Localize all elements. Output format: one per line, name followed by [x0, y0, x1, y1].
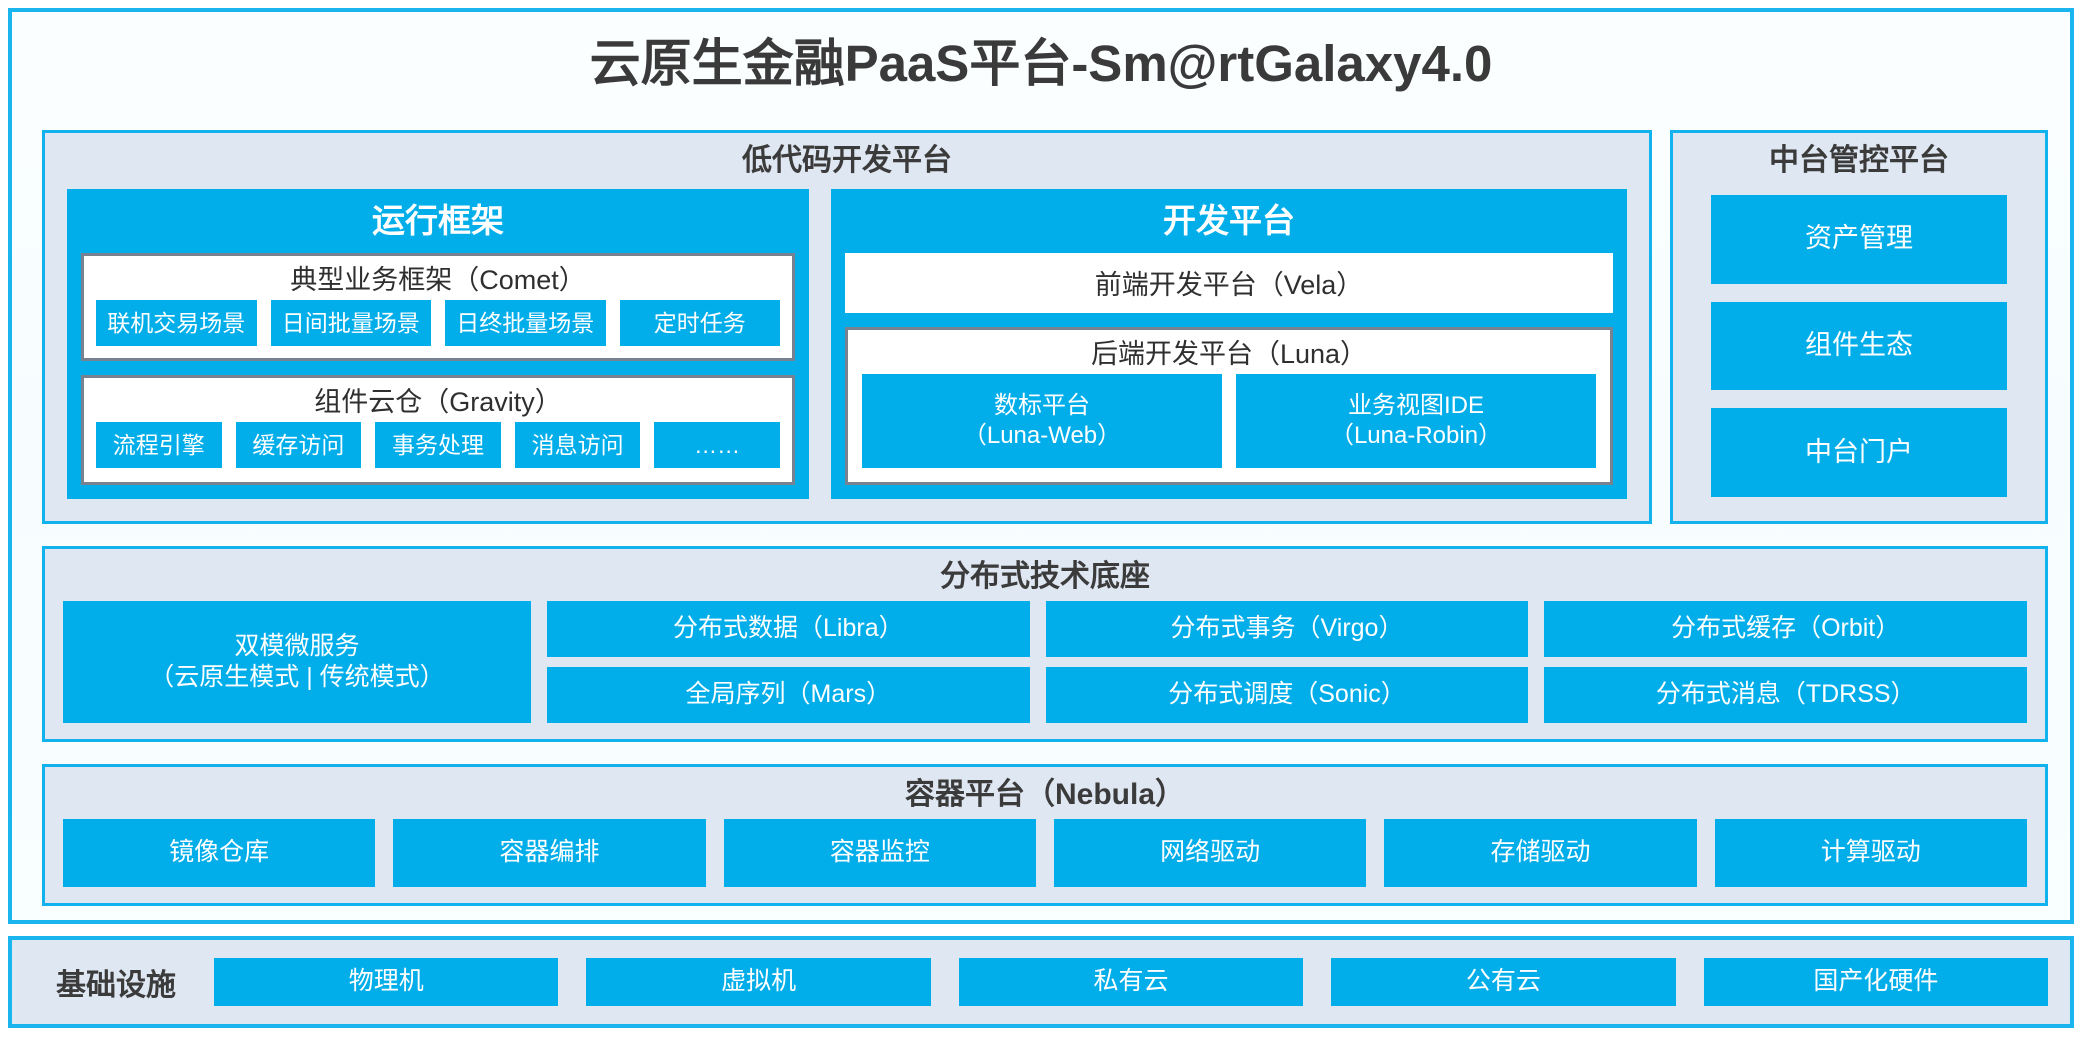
distributed-foundation-body: 双模微服务 （云原生模式 | 传统模式） 分布式数据（Libra） 全局序列（M…	[45, 601, 2045, 739]
comet-title: 典型业务框架（Comet）	[290, 264, 586, 295]
mgmt-item[interactable]: 组件生态	[1711, 301, 2007, 391]
main-frame: 云原生金融PaaS平台-Sm@rtGalaxy4.0 低代码开发平台 运行框架 …	[8, 8, 2074, 924]
gravity-chip-list: 流程引擎 缓存访问 事务处理 消息访问 ……	[84, 422, 792, 480]
infrastructure-chip[interactable]: 国产化硬件	[1703, 958, 2049, 1006]
container-platform-title: 容器平台（Nebula）	[904, 778, 1186, 811]
runtime-framework-title: 运行框架	[372, 202, 504, 239]
luna-chip-web[interactable]: 数标平台 （Luna-Web）	[862, 373, 1222, 468]
mgmt-platform-panel: 中台管控平台 资产管理 组件生态 中台门户	[1670, 130, 2048, 524]
gravity-chip[interactable]: 事务处理	[375, 422, 501, 469]
comet-chip[interactable]: 联机交易场景	[96, 299, 257, 346]
infrastructure-chip[interactable]: 物理机	[214, 958, 559, 1006]
vela-card[interactable]: 前端开发平台（Vela）	[845, 252, 1613, 313]
infrastructure-chip-list: 物理机 虚拟机 私有云 公有云 国产化硬件	[214, 958, 2049, 1006]
distributed-col-2: 分布式数据（Libra） 全局序列（Mars）	[547, 601, 1030, 723]
comet-chip-list: 联机交易场景 日间批量场景 日终批量场景 定时任务	[84, 299, 792, 358]
mgmt-item[interactable]: 中台门户	[1711, 408, 2007, 498]
container-chip[interactable]: 计算驱动	[1714, 819, 2027, 887]
development-platform-block: 开发平台 前端开发平台（Vela） 后端开发平台（Luna） 数标平台 （Lun…	[831, 189, 1627, 499]
development-platform-title: 开发平台	[1163, 202, 1295, 239]
container-chip[interactable]: 容器监控	[723, 819, 1036, 887]
dual-mode-microservice-chip[interactable]: 双模微服务 （云原生模式 | 传统模式）	[63, 601, 531, 723]
luna-chip-list: 数标平台 （Luna-Web） 业务视图IDE （Luna-Robin）	[848, 373, 1610, 482]
comet-card: 典型业务框架（Comet） 联机交易场景 日间批量场景 日终批量场景 定时任务	[81, 252, 795, 361]
gravity-chip[interactable]: 消息访问	[514, 422, 641, 469]
luna-chip-robin[interactable]: 业务视图IDE （Luna-Robin）	[1236, 373, 1596, 468]
infrastructure-panel: 基础设施 物理机 虚拟机 私有云 公有云 国产化硬件	[8, 936, 2074, 1028]
infrastructure-chip[interactable]: 私有云	[958, 958, 1304, 1006]
distributed-chip[interactable]: 分布式缓存（Orbit）	[1544, 601, 2028, 657]
dual-mode-microservice-col: 双模微服务 （云原生模式 | 传统模式）	[63, 601, 531, 723]
gravity-chip[interactable]: 流程引擎	[96, 422, 222, 469]
distributed-chip[interactable]: 分布式消息（TDRSS）	[1544, 667, 2028, 723]
lowcode-platform-body: 运行框架 典型业务框架（Comet） 联机交易场景 日间批量场景 日终批量场景 …	[45, 185, 1649, 521]
comet-chip[interactable]: 日终批量场景	[445, 299, 606, 346]
distributed-chip[interactable]: 分布式数据（Libra）	[547, 601, 1030, 657]
mgmt-item-list: 资产管理 组件生态 中台门户	[1673, 185, 2045, 521]
infrastructure-chip[interactable]: 虚拟机	[586, 958, 931, 1006]
container-chip[interactable]: 容器编排	[393, 819, 706, 887]
container-platform-panel: 容器平台（Nebula） 镜像仓库 容器编排 容器监控 网络驱动 存储驱动 计算…	[42, 764, 2048, 906]
comet-chip[interactable]: 日间批量场景	[270, 299, 431, 346]
container-chip[interactable]: 存储驱动	[1384, 819, 1697, 887]
luna-title: 后端开发平台（Luna）	[1090, 338, 1368, 369]
gravity-title: 组件云仓（Gravity）	[314, 386, 562, 417]
lowcode-platform-panel: 低代码开发平台 运行框架 典型业务框架（Comet） 联机交易场景 日间批量场景…	[42, 130, 1652, 524]
distributed-col-4: 分布式缓存（Orbit） 分布式消息（TDRSS）	[1544, 601, 2028, 723]
container-chip[interactable]: 网络驱动	[1053, 819, 1367, 887]
gravity-chip[interactable]: 缓存访问	[235, 422, 362, 469]
distributed-chip[interactable]: 分布式事务（Virgo）	[1045, 601, 1529, 657]
distributed-chip[interactable]: 全局序列（Mars）	[547, 667, 1030, 723]
mgmt-platform-title: 中台管控平台	[1769, 144, 1949, 177]
distributed-foundation-title: 分布式技术底座	[940, 560, 1150, 593]
distributed-col-3: 分布式事务（Virgo） 分布式调度（Sonic）	[1045, 601, 1529, 723]
luna-card: 后端开发平台（Luna） 数标平台 （Luna-Web） 业务视图IDE （Lu…	[845, 326, 1613, 485]
container-chip[interactable]: 镜像仓库	[63, 819, 376, 887]
runtime-framework-block: 运行框架 典型业务框架（Comet） 联机交易场景 日间批量场景 日终批量场景 …	[67, 189, 809, 499]
container-chip-list: 镜像仓库 容器编排 容器监控 网络驱动 存储驱动 计算驱动	[45, 819, 2045, 903]
distributed-chip[interactable]: 分布式调度（Sonic）	[1045, 667, 1529, 723]
gravity-card: 组件云仓（Gravity） 流程引擎 缓存访问 事务处理 消息访问 ……	[81, 374, 795, 485]
infrastructure-label: 基础设施	[56, 969, 176, 1002]
row-lowcode-and-mgmt: 低代码开发平台 运行框架 典型业务框架（Comet） 联机交易场景 日间批量场景…	[42, 130, 2048, 524]
infrastructure-chip[interactable]: 公有云	[1331, 958, 1676, 1006]
comet-chip[interactable]: 定时任务	[619, 299, 780, 346]
mgmt-item[interactable]: 资产管理	[1711, 195, 2007, 284]
page-title: 云原生金融PaaS平台-Sm@rtGalaxy4.0	[589, 35, 1493, 92]
lowcode-platform-title: 低代码开发平台	[742, 144, 952, 177]
distributed-foundation-panel: 分布式技术底座 双模微服务 （云原生模式 | 传统模式） 分布式数据（Libra…	[42, 546, 2048, 742]
gravity-chip-more[interactable]: ……	[654, 422, 780, 469]
